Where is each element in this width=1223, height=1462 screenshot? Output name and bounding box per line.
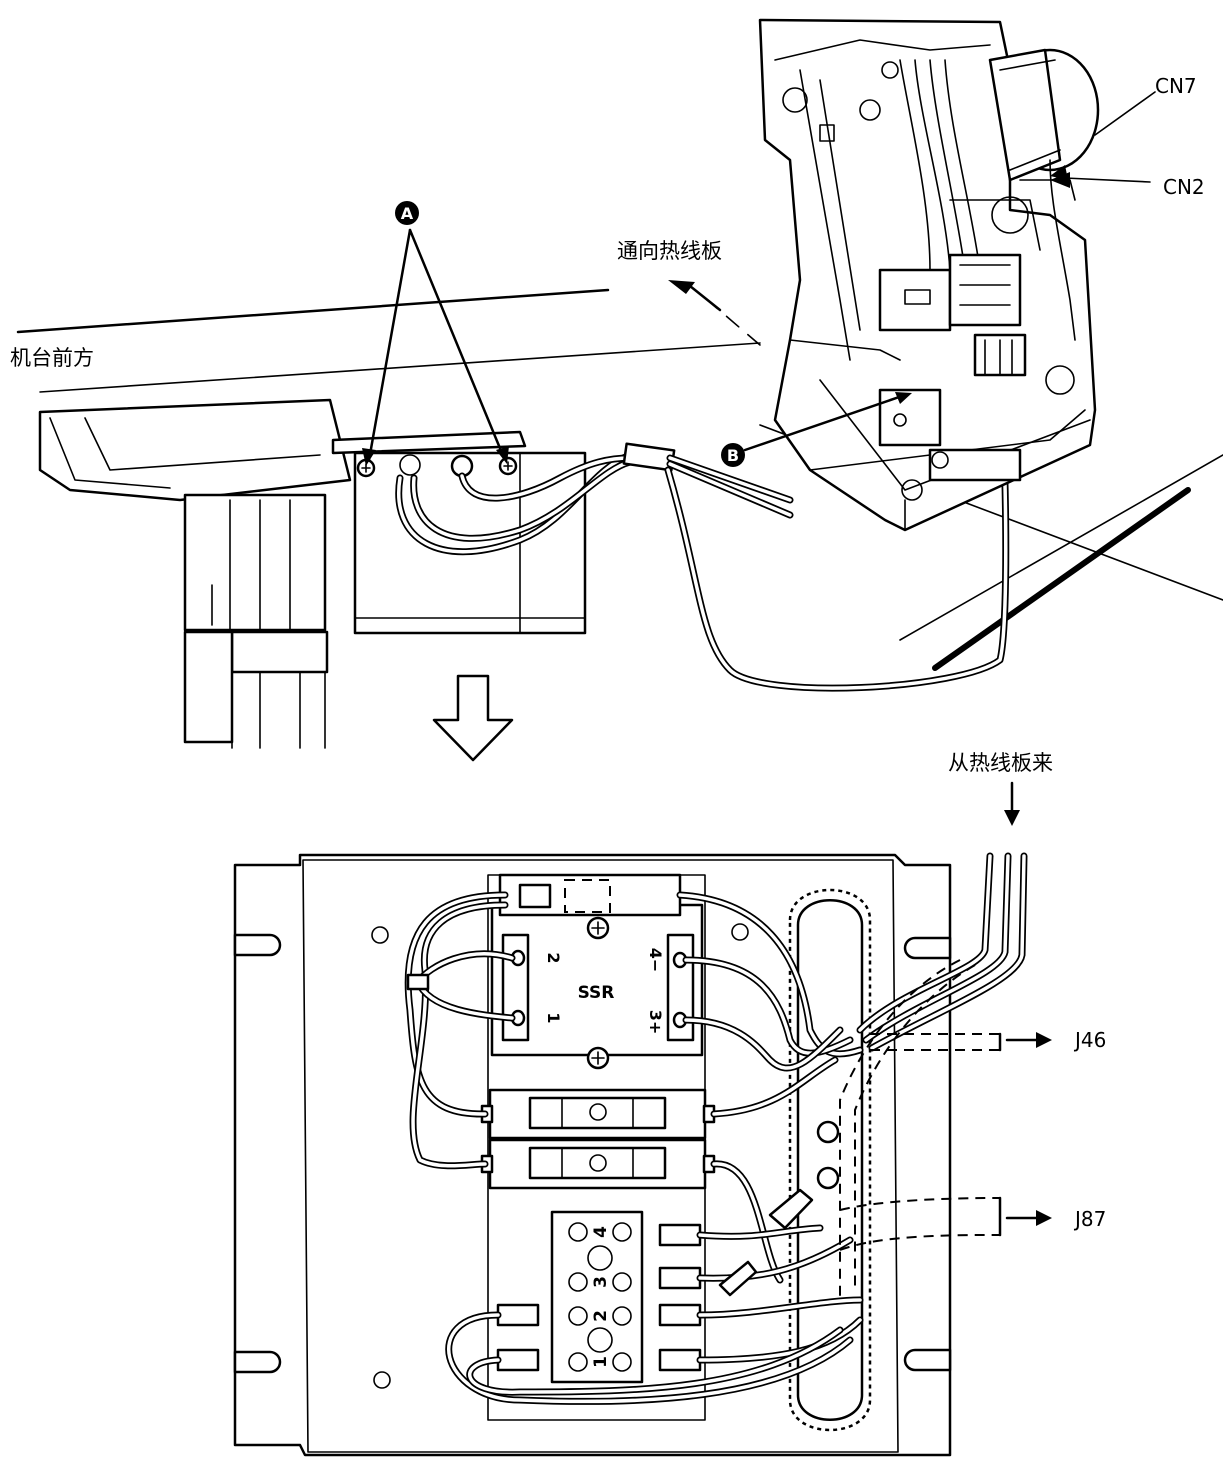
from-heater-label: 从热线板来 bbox=[948, 751, 1053, 775]
sewing-machine-base bbox=[758, 18, 1100, 532]
terminal-label-1: 1 bbox=[591, 1356, 611, 1368]
marker-a: A bbox=[362, 201, 509, 466]
marker-b: B bbox=[721, 392, 912, 467]
to-heater-label: 通向热线板 bbox=[617, 239, 722, 263]
ssr-terminal-4: 4− bbox=[646, 948, 665, 973]
incoming-cables bbox=[839, 852, 1028, 1300]
ssr-terminal-3: 3+ bbox=[646, 1010, 665, 1035]
ssr-terminal-1: 1 bbox=[544, 1012, 563, 1023]
j87-cable bbox=[839, 1196, 1052, 1251]
terminal-label-3: 3 bbox=[591, 1276, 611, 1288]
cn2-leader bbox=[1064, 177, 1151, 183]
cn2-label: CN2 bbox=[1163, 175, 1205, 199]
fuse-holders bbox=[480, 1088, 716, 1190]
cn7-leader bbox=[1094, 91, 1156, 136]
terminal-block: 4 3 2 1 bbox=[496, 1210, 702, 1384]
terminal-label-4: 4 bbox=[591, 1226, 611, 1238]
harness-top bbox=[395, 373, 1010, 692]
terminal-label-2: 2 bbox=[591, 1310, 611, 1322]
j46-label: J46 bbox=[1073, 1028, 1106, 1052]
j87-label: J87 bbox=[1073, 1207, 1106, 1231]
marker-b-badge bbox=[721, 443, 745, 467]
internal-wiring bbox=[404, 891, 864, 1405]
ssr-terminal-2: 2 bbox=[544, 952, 563, 963]
marker-b-text: B bbox=[727, 446, 739, 465]
table-leg bbox=[38, 398, 352, 749]
table-front-label: 机台前方 bbox=[10, 346, 94, 370]
ssr-label: SSR bbox=[578, 983, 615, 1003]
cable-grommet bbox=[788, 888, 872, 1432]
marker-a-text: A bbox=[401, 204, 414, 223]
j46-cable bbox=[870, 1032, 1052, 1052]
arrow-to-heater bbox=[668, 280, 761, 346]
marker-a-badge bbox=[395, 201, 419, 225]
control-box-mounted bbox=[331, 430, 587, 635]
down-arrow bbox=[432, 674, 514, 762]
ssr-relay: SSR 2 1 4− 3+ bbox=[490, 873, 704, 1070]
cn7-label: CN7 bbox=[1155, 74, 1197, 98]
